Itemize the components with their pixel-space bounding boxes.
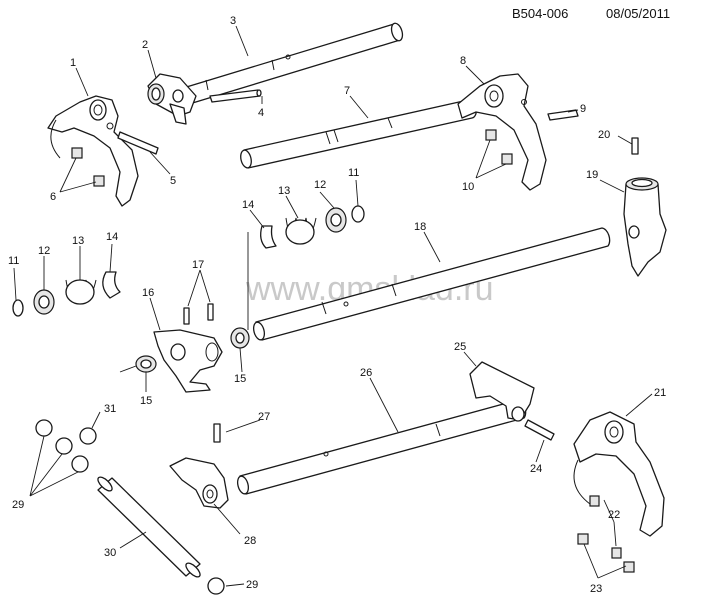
part-11-ring-left bbox=[12, 299, 24, 317]
leader-lines bbox=[13, 25, 653, 587]
part-2-shift-block bbox=[147, 73, 197, 125]
callout-14-left: 14 bbox=[106, 231, 118, 243]
part-25-bracket bbox=[469, 361, 535, 422]
part-5-pin bbox=[117, 131, 159, 155]
callout-11-upper: 11 bbox=[348, 167, 359, 179]
part-12-bushing-upper bbox=[325, 207, 347, 233]
part-6-fork-pads bbox=[71, 147, 105, 187]
part-3-shift-rail bbox=[169, 22, 404, 109]
callout-21: 21 bbox=[654, 387, 666, 399]
part-31-ball bbox=[79, 427, 97, 445]
callout-13-upper: 13 bbox=[278, 185, 290, 197]
part-11-ring-upper bbox=[351, 205, 365, 223]
part-15-bushing-left bbox=[135, 355, 157, 373]
callout-3: 3 bbox=[230, 15, 236, 27]
callout-16: 16 bbox=[142, 287, 154, 299]
callout-12-left: 12 bbox=[38, 245, 50, 257]
part-19-selector-block bbox=[623, 177, 667, 277]
callout-17: 17 bbox=[192, 259, 204, 271]
callout-26: 26 bbox=[360, 367, 372, 379]
callout-2: 2 bbox=[142, 39, 148, 51]
callout-10: 10 bbox=[462, 181, 474, 193]
part-1-shift-fork bbox=[47, 95, 139, 207]
callout-29-left: 29 bbox=[12, 499, 24, 511]
callout-12-upper: 12 bbox=[314, 179, 326, 191]
part-26-shift-rail bbox=[236, 399, 527, 495]
part-13-spring-left bbox=[65, 279, 97, 305]
callout-6: 6 bbox=[50, 191, 56, 203]
callout-1: 1 bbox=[70, 57, 76, 69]
callout-8: 8 bbox=[460, 55, 466, 67]
part-20-pin bbox=[631, 137, 639, 155]
part-12-bushing-left bbox=[33, 289, 55, 315]
diagram-code: B504-006 bbox=[512, 6, 568, 21]
callout-14-upper: 14 bbox=[242, 199, 254, 211]
callout-27: 27 bbox=[258, 411, 270, 423]
part-16-shift-lug bbox=[153, 329, 223, 393]
part-27-pin bbox=[213, 423, 221, 443]
callouts: 1 2 3 4 5 6 7 8 9 10 11 11 12 12 13 13 1… bbox=[8, 15, 666, 595]
callout-23: 23 bbox=[590, 583, 602, 595]
callout-18: 18 bbox=[414, 221, 426, 233]
callout-4: 4 bbox=[258, 107, 264, 119]
part-15-bushing-right bbox=[230, 327, 250, 349]
part-29-balls bbox=[35, 419, 225, 595]
callout-15-left: 15 bbox=[140, 395, 152, 407]
callout-15-right: 15 bbox=[234, 373, 246, 385]
part-14-retainer-upper bbox=[260, 225, 277, 249]
part-30-interlock-pin bbox=[97, 476, 201, 578]
callout-5: 5 bbox=[170, 175, 176, 187]
part-28-shift-lug bbox=[169, 457, 229, 509]
callout-22: 22 bbox=[608, 509, 620, 521]
callout-31: 31 bbox=[104, 403, 116, 415]
part-13-spring-upper bbox=[285, 217, 317, 245]
callout-28: 28 bbox=[244, 535, 256, 547]
callout-11-left: 11 bbox=[8, 255, 19, 267]
callout-19: 19 bbox=[586, 169, 598, 181]
part-17-pins bbox=[183, 303, 214, 325]
callout-7: 7 bbox=[344, 85, 350, 97]
callout-24: 24 bbox=[530, 463, 542, 475]
part-7-shift-rail bbox=[240, 99, 477, 169]
part-10-fork-pads bbox=[485, 129, 513, 165]
part-18-shift-rail bbox=[252, 227, 611, 341]
callout-30: 30 bbox=[104, 547, 116, 559]
part-4-pin bbox=[209, 89, 262, 103]
part-14-retainer-left bbox=[102, 271, 121, 299]
diagram-date: 08/05/2011 bbox=[606, 6, 670, 21]
part-21-shift-fork bbox=[573, 411, 665, 537]
part-24-pin bbox=[524, 419, 555, 441]
part-22-fork-pads bbox=[589, 495, 622, 559]
callout-29-bottom: 29 bbox=[246, 579, 258, 591]
callout-9: 9 bbox=[580, 103, 586, 115]
callout-13-left: 13 bbox=[72, 235, 84, 247]
callout-20: 20 bbox=[598, 129, 610, 141]
part-8-shift-fork bbox=[457, 73, 547, 191]
callout-25: 25 bbox=[454, 341, 466, 353]
part-9-pin bbox=[547, 109, 579, 121]
